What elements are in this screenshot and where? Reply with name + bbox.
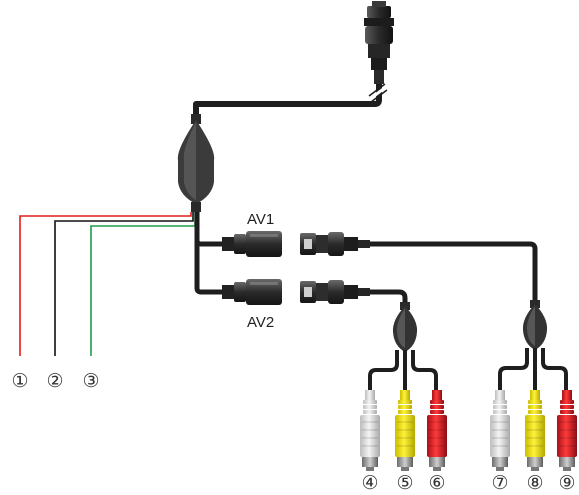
wire-black [54, 212, 194, 356]
rca-plug-yellow-8 [525, 390, 545, 471]
av1-female-connector [222, 231, 282, 257]
rca-plug-red-6 [427, 390, 447, 471]
rca-plug-white-7 [490, 390, 510, 471]
rca-lead-right-white [498, 348, 529, 392]
rca-lead-right-red [541, 348, 568, 392]
av2-label: AV2 [247, 314, 274, 331]
pin-marker-9: ⑨ [558, 472, 575, 494]
rca-plug-red-9 [557, 390, 577, 471]
main-cable-upper [193, 84, 382, 118]
rca-plugs [360, 390, 577, 471]
top-aviation-connector [364, 1, 394, 84]
rca-splitter-right [522, 300, 548, 350]
rca-splitter-left [392, 302, 418, 352]
pin-marker-5: ⑤ [396, 472, 413, 494]
av1-branch-cable [194, 212, 224, 247]
av1-label: AV1 [247, 211, 274, 228]
cable-break-mark [369, 85, 387, 101]
rca-plug-white-4 [360, 390, 380, 471]
pin-marker-1: ① [11, 370, 28, 392]
av1-male-connector [300, 232, 370, 256]
av2-output-cable [370, 289, 408, 304]
av1-output-cable [370, 241, 538, 302]
splitter-body [177, 114, 215, 212]
pin-marker-2: ② [46, 370, 63, 392]
rca-lead-left-red [411, 350, 438, 392]
wire-green [90, 212, 196, 356]
wire-red [19, 212, 192, 356]
rca-plug-yellow-5 [395, 390, 415, 471]
rca-lead-left-white [368, 350, 399, 392]
av2-male-connector [300, 280, 370, 304]
pin-marker-8: ⑧ [526, 472, 543, 494]
pin-marker-4: ④ [361, 472, 378, 494]
pin-marker-3: ③ [82, 370, 99, 392]
pin-marker-6: ⑥ [428, 472, 445, 494]
av2-female-connector [222, 279, 282, 305]
av2-branch-cable [194, 240, 224, 295]
pin-marker-7: ⑦ [491, 472, 508, 494]
